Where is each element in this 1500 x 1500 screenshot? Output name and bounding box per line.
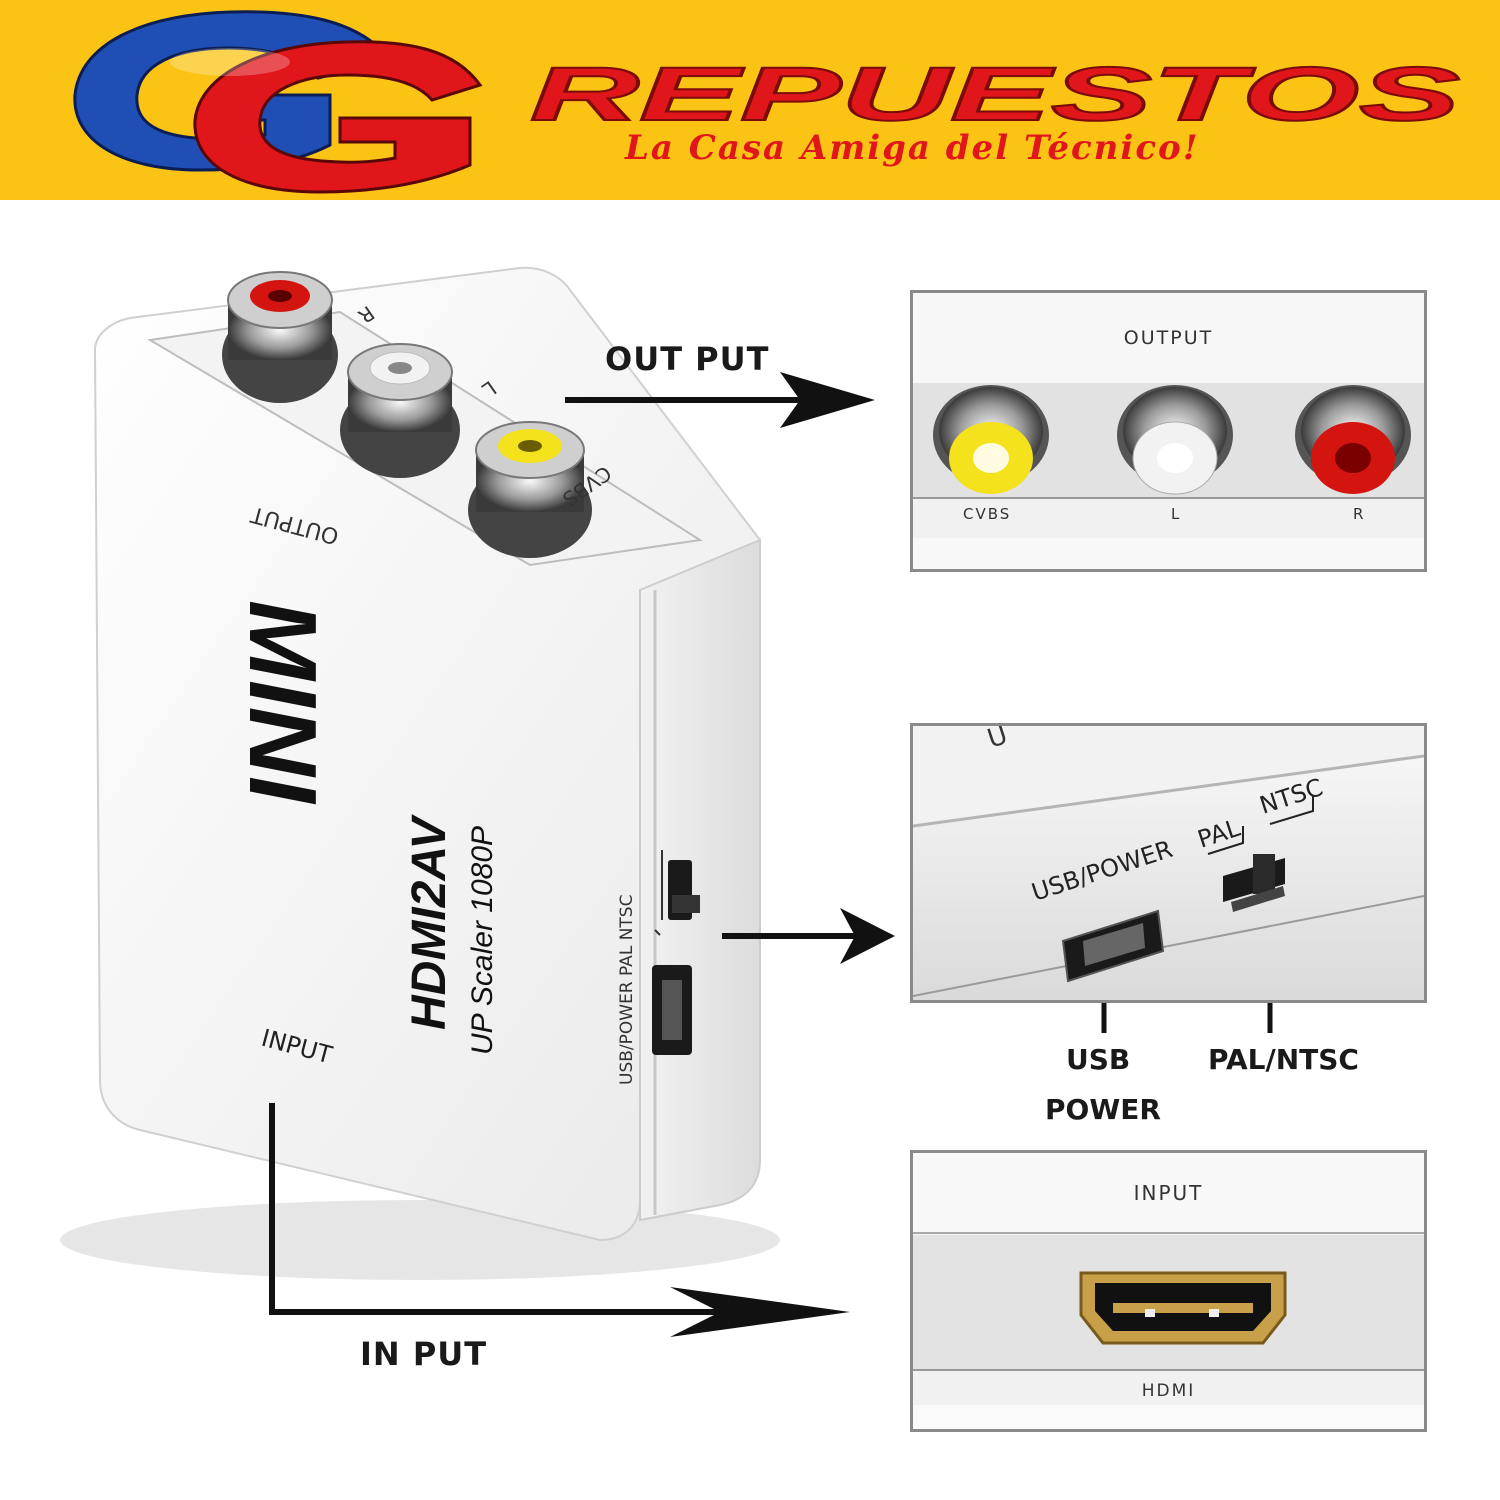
output-panel-cvbs: CVBS [963, 505, 1012, 523]
output-panel-r: R [1353, 505, 1366, 523]
brand-banner: REPUESTOS La Casa Amiga del Técnico! [0, 0, 1500, 200]
output-jack-red [1295, 385, 1411, 494]
switch-panel-slider [1223, 854, 1285, 912]
device-side-face [639, 538, 761, 1222]
input-panel-art [913, 1153, 1424, 1429]
callout-pal-ntsc: PAL/NTSC [1208, 1043, 1359, 1076]
product-illustration: R L CVBS OUTPUT MINI HDMI2AV UP Scaler 1… [60, 266, 1273, 1337]
rca-jack-red [222, 271, 338, 403]
callout-out-put: OUT PUT [605, 340, 770, 378]
switch-panel-usb-port [1061, 909, 1165, 983]
face-text-model: HDMI2AV [403, 814, 456, 1030]
switch-panel-art: U USB/POWER PAL NTSC [913, 726, 1424, 1000]
arrow-switch [722, 908, 895, 964]
output-panel-title: OUTPUT [1123, 327, 1214, 349]
brand-tagline: La Casa Amiga del Técnico! [625, 128, 1200, 168]
output-panel-art [913, 293, 1424, 569]
rca-jack-white [340, 343, 460, 478]
detail-panel-output: OUTPUT CVBS L R [910, 290, 1427, 572]
gg-logo [73, 10, 483, 194]
output-jack-yellow [933, 385, 1049, 494]
rca-jack-yellow [468, 421, 592, 558]
callout-usb: USB [1066, 1043, 1131, 1076]
detail-panel-switch: U USB/POWER PAL NTSC [910, 723, 1427, 1003]
arrow-input [269, 1103, 850, 1337]
detail-panel-input: INPUT HDMI [910, 1150, 1427, 1432]
logo-red-g [193, 40, 483, 194]
input-panel-title: INPUT [1133, 1181, 1204, 1205]
callout-power: POWER [1045, 1093, 1161, 1126]
side-label: USB/POWER PAL NTSC [617, 895, 637, 1085]
face-text-mini: MINI [229, 600, 336, 805]
output-panel-l: L [1171, 505, 1182, 523]
arrow-output [565, 372, 875, 428]
face-text-subtitle: UP Scaler 1080P [466, 826, 499, 1055]
hdmi-port [1079, 1271, 1287, 1345]
brand-wordmark-text: REPUESTOS [530, 58, 1460, 137]
output-jack-white [1117, 385, 1233, 495]
brand-wordmark: REPUESTOS [530, 58, 1461, 138]
input-panel-hdmi: HDMI [1141, 1381, 1196, 1401]
converter-device: R L CVBS OUTPUT MINI HDMI2AV UP Scaler 1… [93, 266, 761, 1242]
callout-in-put: IN PUT [360, 1335, 488, 1373]
